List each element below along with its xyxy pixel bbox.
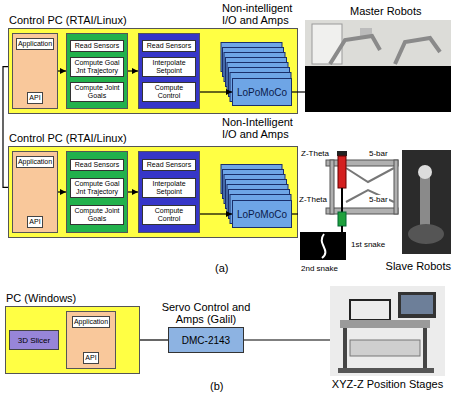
node-text: Interpolate Setpoint <box>142 178 196 198</box>
drawer <box>350 340 420 356</box>
robot-arm <box>395 38 440 64</box>
link-line <box>292 213 298 214</box>
trajectory-box: Read SensorsCompute Goal Jnt TrajectoryC… <box>66 151 128 233</box>
green-unit <box>338 212 346 226</box>
xyz-stages-photo <box>330 286 445 376</box>
link-line <box>244 339 330 340</box>
node-text: LoPoMoCo <box>237 209 287 220</box>
frame-bar <box>326 208 398 214</box>
node-text: Application <box>72 316 110 328</box>
caption-label: (b) <box>210 380 223 392</box>
monitor <box>398 292 436 318</box>
red-snake <box>338 156 346 188</box>
frame-post <box>330 160 334 214</box>
application-box: ApplicationAPI <box>12 33 58 109</box>
flow-arrow <box>200 213 232 214</box>
software-box: 3D Slicer <box>9 330 59 350</box>
node-heading: Control PC (RTAI/Linux) <box>9 132 127 145</box>
snake-photo <box>300 232 346 260</box>
link-line <box>140 339 168 340</box>
node-heading: PC (Windows) <box>6 292 76 305</box>
node-text: Compute Joint Goals <box>70 205 124 225</box>
node-text: Compute Goal Jnt Trajectory <box>70 57 124 77</box>
robot-arm <box>330 36 380 64</box>
shaft <box>341 226 343 232</box>
node-heading: XYZ-Z Position Stages <box>332 378 443 391</box>
table-leg <box>343 328 347 370</box>
node-text: Application <box>16 156 54 168</box>
master-robots-photo <box>305 20 451 112</box>
control-pc-box: Control PC (RTAI/Linux)ApplicationAPIRea… <box>8 146 298 238</box>
node-text: API <box>27 92 42 104</box>
slave-robots-drawing <box>300 150 451 260</box>
part-label: Z-Theta <box>300 149 330 158</box>
part-label: 5-bar <box>368 149 389 158</box>
snake-curve <box>322 234 326 258</box>
node-text: API <box>83 352 98 364</box>
application-box: ApplicationAPI <box>66 311 116 369</box>
part-label: 1st snake <box>350 240 386 249</box>
table-top <box>340 320 430 328</box>
io-board-stack: LoPoMoCo <box>232 78 292 106</box>
application-box: ApplicationAPI <box>12 151 58 233</box>
flow-arrow <box>128 70 138 71</box>
photo-ground <box>330 286 445 376</box>
control-loop-box: Read SensorsInterpolate SetpointCompute … <box>138 151 200 233</box>
robot-base <box>408 224 444 244</box>
black-panel <box>305 66 451 112</box>
caption-label: Non-intelligent I/O and Amps <box>222 2 304 26</box>
part-label: 2nd snake <box>300 264 339 273</box>
part-label: 5-bar <box>368 195 389 204</box>
node-text: API <box>27 216 42 228</box>
stage-frame <box>350 300 390 320</box>
control-loop-box: Read SensorsInterpolate SetpointCompute … <box>138 33 200 109</box>
wall-fixture <box>312 24 342 64</box>
node-text: LoPoMoCo <box>237 87 287 98</box>
node-text: Interpolate Setpoint <box>142 57 196 77</box>
flow-arrow <box>58 191 66 192</box>
link-line <box>292 91 305 92</box>
node-text: Read Sensors <box>142 159 196 171</box>
node-heading: Slave Robots <box>386 260 451 273</box>
caption-label: (a) <box>215 262 228 274</box>
flow-arrow <box>200 91 232 92</box>
node-text: Compute Goal Jnt Trajectory <box>70 178 124 198</box>
photo-ground <box>305 20 451 112</box>
node-text: Compute Control <box>142 82 196 102</box>
trajectory-box: Read SensorsCompute Goal Jnt TrajectoryC… <box>66 33 128 109</box>
node-text: Compute Joint Goals <box>70 82 124 102</box>
base <box>338 368 434 373</box>
flow-arrow <box>128 191 138 192</box>
shaft <box>341 188 343 212</box>
link-line <box>3 67 8 188</box>
node-text: 3D Slicer <box>18 336 50 345</box>
node-heading: Master Robots <box>350 5 422 18</box>
table-leg <box>423 328 427 370</box>
frame-post <box>394 160 398 214</box>
part-label: Z-Theta <box>298 195 328 204</box>
caption-label: Non-Intelligent I/O and Amps <box>222 116 304 140</box>
node-text: Application <box>16 38 54 50</box>
robot-photo: Master Robots <box>305 20 451 112</box>
node-heading: Servo Control and Amps (Galil) <box>151 301 261 325</box>
io-board-stack: LoPoMoCo <box>232 200 292 228</box>
monitor-screen <box>401 295 433 314</box>
robot-photo <box>402 150 451 254</box>
servo-controller-box: Servo Control and Amps (Galil)DMC-2143 <box>168 327 244 353</box>
flow-arrow <box>58 70 66 71</box>
node-text: Compute Control <box>142 205 196 225</box>
node-text: DMC-2143 <box>182 335 230 346</box>
robot-head <box>418 165 432 179</box>
frame-bar <box>326 160 398 166</box>
node-text: Read Sensors <box>142 40 196 52</box>
stage-photo: XYZ-Z Position Stages <box>330 286 445 376</box>
node-text: Read Sensors <box>70 159 124 171</box>
pc-box: PC (Windows)3D SlicerApplicationAPI <box>5 306 140 374</box>
robot-photo: Slave Robots <box>298 146 453 274</box>
snake-cap <box>337 151 347 156</box>
node-text: Read Sensors <box>70 40 124 52</box>
control-pc-box: Control PC (RTAI/Linux)ApplicationAPIRea… <box>8 28 298 114</box>
node-heading: Control PC (RTAI/Linux) <box>9 14 127 27</box>
